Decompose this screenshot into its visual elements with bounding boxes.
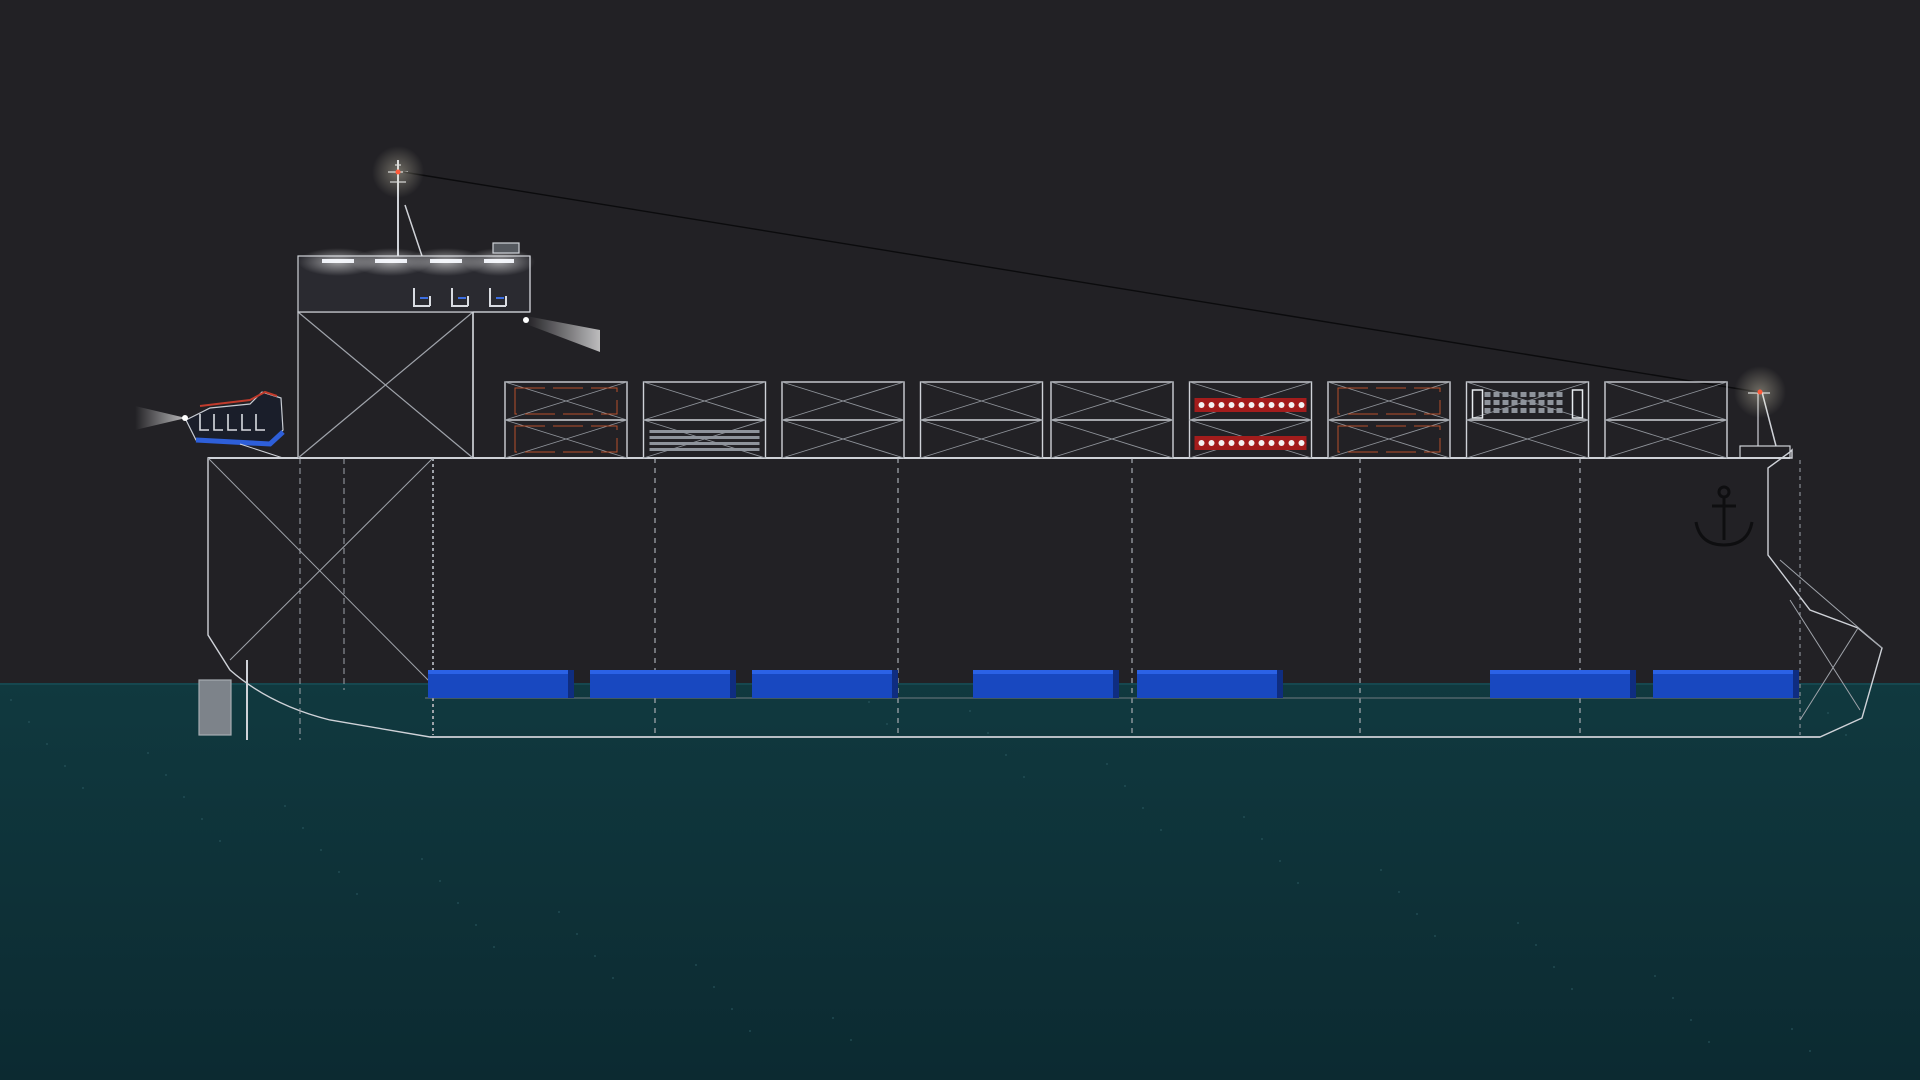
rudder[interactable] (198, 679, 232, 736)
bow-bracing (1779, 460, 1883, 735)
ballast-tank[interactable] (1137, 670, 1283, 698)
cargo-container[interactable] (642, 381, 767, 459)
anchor-icon[interactable] (1694, 485, 1754, 547)
ship-hull[interactable] (207, 448, 1883, 738)
night-sky (0, 0, 1920, 686)
bridge-seats[interactable] (413, 288, 507, 307)
ballast-tank[interactable] (428, 670, 574, 698)
cargo-container[interactable] (1465, 381, 1590, 459)
navigation-light-icon (372, 146, 1786, 418)
cargo-container[interactable] (1327, 381, 1451, 459)
floodlight-icon[interactable] (523, 316, 600, 352)
bridge-lights (298, 248, 535, 276)
cargo-container[interactable] (1604, 381, 1728, 459)
cargo-container[interactable] (1188, 381, 1313, 459)
ballast-tank[interactable] (1490, 670, 1636, 698)
cargo-container[interactable] (919, 381, 1044, 459)
lifeboat-seats (199, 414, 265, 431)
sea-water (0, 684, 1920, 1080)
ballast-tank[interactable] (752, 670, 898, 698)
cargo-ship[interactable] (135, 146, 1883, 740)
seat-icon (241, 414, 251, 431)
lifeboat[interactable] (135, 390, 285, 459)
antenna-wire (402, 171, 1759, 393)
ballast-tanks[interactable] (428, 670, 1799, 698)
seat-icon[interactable] (413, 288, 431, 307)
seat-icon[interactable] (451, 288, 469, 307)
cargo-container[interactable] (1050, 381, 1174, 459)
seat-icon (227, 414, 237, 431)
seat-icon[interactable] (489, 288, 507, 307)
bridge-console[interactable] (492, 242, 520, 254)
seat-icon (199, 414, 209, 431)
ballast-tank[interactable] (590, 670, 736, 698)
cargo-container[interactable] (504, 381, 628, 459)
ballast-tank[interactable] (973, 670, 1119, 698)
seat-icon (213, 414, 223, 431)
cargo-container-row[interactable] (504, 381, 1728, 459)
seat-icon (255, 414, 265, 431)
ballast-tank[interactable] (1653, 670, 1799, 698)
cargo-container[interactable] (781, 381, 905, 459)
